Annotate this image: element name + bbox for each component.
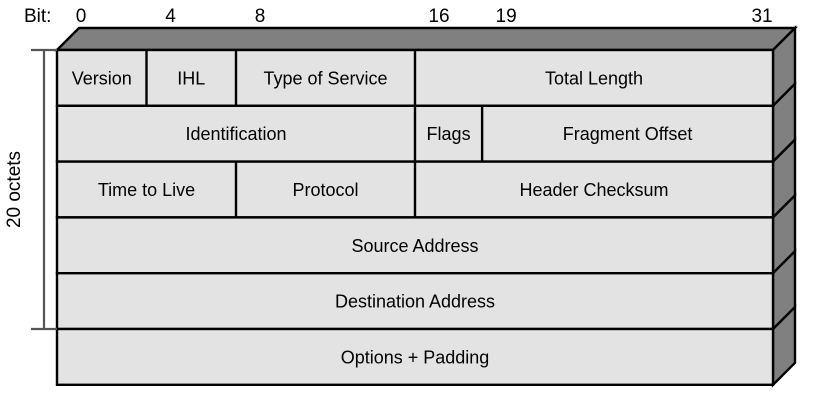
header-row-4 (55, 272, 775, 331)
bit-axis-title: Bit: (24, 6, 51, 27)
field-label-destination-address: Destination Address (335, 292, 495, 312)
field-label-time-to-live: Time to Live (98, 180, 195, 200)
top-face-polygon (54, 26, 798, 52)
bit-tick-31: 31 (751, 6, 772, 27)
octets-label: 20 octets (4, 151, 25, 228)
octets-bracket (31, 48, 57, 331)
field-dividers (145, 50, 484, 218)
field-label-ihl: IHL (177, 68, 205, 88)
field-label-identification: Identification (185, 124, 286, 144)
field-label-flags: Flags (427, 124, 471, 144)
field-label-fragment-offset: Fragment Offset (563, 124, 693, 144)
bit-tick-8: 8 (255, 6, 266, 27)
bit-tick-0: 0 (76, 6, 87, 27)
field-label-total-length: Total Length (545, 68, 643, 88)
bit-tick-16: 16 (428, 6, 449, 27)
field-labels: Version IHL Type of Service Total LengthIde… (72, 68, 693, 367)
field-label-header-checksum: Header Checksum (519, 180, 668, 200)
bit-tick-4: 4 (165, 6, 176, 27)
field-label-type-of-service: Type of Service (263, 68, 387, 88)
block-top-face (54, 26, 798, 52)
field-label-protocol: Protocol (292, 180, 358, 200)
block-side-face (771, 25, 797, 388)
header-row-3 (55, 216, 775, 275)
header-row-5 (55, 327, 775, 386)
field-label-source-address: Source Address (351, 236, 478, 256)
field-label-options-padding: Options + Padding (341, 347, 490, 367)
bit-tick-labels: 0 4 8 16 19 31 (76, 6, 773, 27)
bit-tick-19: 19 (496, 6, 517, 27)
field-label-version: Version (72, 68, 132, 88)
